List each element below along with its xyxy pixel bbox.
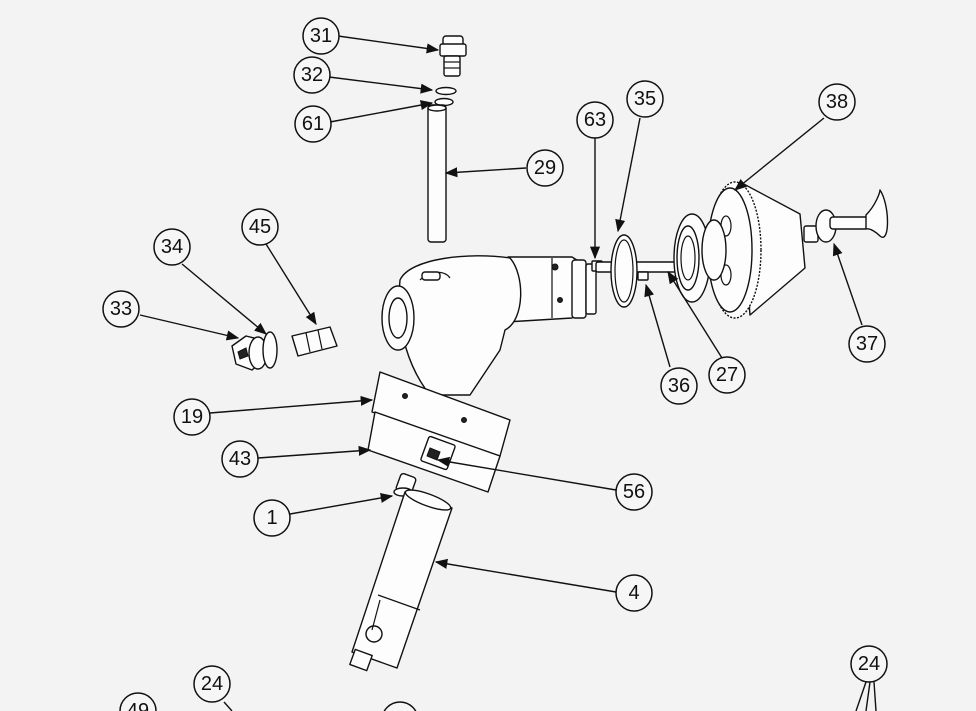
part-37-knob bbox=[815, 189, 889, 243]
part-33-end-cap bbox=[231, 335, 268, 371]
part-32-washer bbox=[435, 86, 457, 96]
part-45-block bbox=[291, 326, 338, 357]
callout-30: 30 bbox=[383, 701, 417, 711]
part-29-tube bbox=[427, 104, 447, 243]
svg-text:19: 19 bbox=[181, 406, 203, 428]
svg-text:31: 31 bbox=[310, 25, 332, 47]
callout-24-left: 24 bbox=[193, 665, 231, 703]
callout-45: 45 bbox=[241, 208, 279, 246]
callout-24-right: 24 bbox=[850, 645, 888, 683]
part-31-fitting bbox=[439, 35, 467, 77]
leader-lines bbox=[139, 35, 877, 711]
part-35-gasket bbox=[610, 234, 638, 308]
svg-text:27: 27 bbox=[716, 364, 738, 386]
callout-36: 36 bbox=[660, 367, 698, 405]
part-drawings bbox=[231, 35, 889, 672]
part-4-shaft bbox=[349, 489, 453, 672]
svg-text:38: 38 bbox=[826, 91, 848, 113]
callout-1: 1 bbox=[253, 499, 291, 537]
callout-49: 49 bbox=[119, 692, 157, 711]
callout-35: 35 bbox=[626, 80, 664, 118]
callout-31: 31 bbox=[302, 17, 340, 55]
svg-text:43: 43 bbox=[229, 448, 251, 470]
part-27-hub bbox=[673, 213, 711, 303]
callout-63: 63 bbox=[576, 101, 614, 139]
svg-text:56: 56 bbox=[623, 481, 645, 503]
svg-text:24: 24 bbox=[858, 653, 880, 675]
svg-text:29: 29 bbox=[534, 157, 556, 179]
svg-text:61: 61 bbox=[302, 113, 324, 135]
callout-29: 29 bbox=[526, 149, 564, 187]
svg-text:33: 33 bbox=[110, 298, 132, 320]
callout-19: 19 bbox=[173, 398, 211, 436]
svg-text:1: 1 bbox=[266, 507, 277, 529]
callout-34: 34 bbox=[153, 228, 191, 266]
svg-text:24: 24 bbox=[201, 673, 223, 695]
callout-33: 33 bbox=[102, 290, 140, 328]
svg-text:63: 63 bbox=[584, 109, 606, 131]
callout-38: 38 bbox=[818, 83, 856, 121]
callout-27: 27 bbox=[708, 356, 746, 394]
part-38-wheel bbox=[701, 181, 819, 319]
callout-32: 32 bbox=[293, 56, 331, 94]
callout-4: 4 bbox=[615, 574, 653, 612]
svg-text:4: 4 bbox=[628, 582, 639, 604]
svg-text:30: 30 bbox=[389, 709, 411, 711]
callout-37: 37 bbox=[848, 325, 886, 363]
callout-43: 43 bbox=[221, 440, 259, 478]
svg-text:45: 45 bbox=[249, 216, 271, 238]
part-drive-shaft bbox=[595, 261, 687, 281]
main-housing bbox=[367, 255, 597, 493]
callout-56: 56 bbox=[615, 473, 653, 511]
callout-61: 61 bbox=[294, 105, 332, 143]
svg-text:36: 36 bbox=[668, 375, 690, 397]
svg-text:49: 49 bbox=[127, 700, 149, 711]
svg-text:34: 34 bbox=[161, 236, 183, 258]
svg-text:32: 32 bbox=[301, 64, 323, 86]
part-34-ring bbox=[262, 331, 278, 369]
callout-bubbles: 31 32 61 29 63 35 38 37 36 27 45 34 33 1… bbox=[102, 17, 888, 711]
svg-text:35: 35 bbox=[634, 88, 656, 110]
svg-text:37: 37 bbox=[856, 333, 878, 355]
